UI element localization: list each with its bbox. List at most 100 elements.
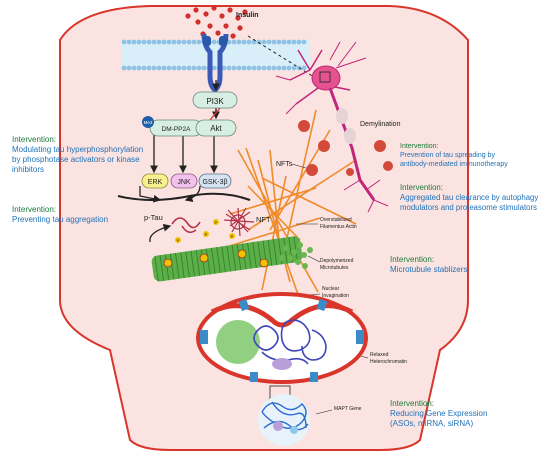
lipid-head — [131, 65, 137, 71]
lipid-head — [286, 65, 292, 71]
lipid-head — [266, 39, 272, 45]
lipid-head — [231, 39, 237, 45]
lipid-head — [301, 65, 307, 71]
erk-label: ERK — [148, 179, 163, 186]
lipid-head — [136, 39, 142, 45]
mapt-gene-label: MAPT Gene — [334, 406, 362, 412]
nucleus — [196, 292, 368, 384]
nft-spots — [298, 120, 393, 176]
lipid-head — [156, 65, 162, 71]
svg-text:P: P — [215, 220, 218, 225]
intervention-heading: Intervention: — [400, 143, 439, 150]
kinase-akt: Akt — [195, 119, 237, 137]
lipid-head — [241, 39, 247, 45]
lipid-head — [181, 65, 187, 71]
svg-text:Heterochromatin: Heterochromatin — [370, 359, 407, 365]
lipid-head — [121, 39, 127, 45]
intervention-heading: Intervention: — [400, 183, 443, 192]
pi3k-label: PI3K — [206, 97, 224, 106]
lipid-head — [286, 39, 292, 45]
lipid-head — [211, 65, 217, 71]
lipid-head — [276, 39, 282, 45]
tau-fibre — [117, 192, 251, 201]
lipid-head — [151, 65, 157, 71]
lipid-head — [131, 39, 137, 45]
lipid-head — [176, 39, 182, 45]
intervention-aggregation: Intervention: Preventing tau aggregation — [12, 205, 108, 224]
lipid-head — [236, 65, 242, 71]
microtubule-segment — [272, 239, 278, 266]
overstabilized-actin-label: Overstabilized — [320, 217, 352, 223]
signalling-arrows — [139, 80, 220, 243]
lipid-head — [276, 65, 282, 71]
intervention-phosphorylation: Intervention: Modulating tau hyperphosph… — [12, 135, 143, 174]
microtubule-segment — [185, 251, 190, 278]
lipid-head — [271, 65, 277, 71]
lipid-head — [221, 65, 227, 71]
gsk3b-label: GSK-3β — [202, 179, 227, 186]
intervention-heading: Intervention: — [12, 135, 56, 144]
microtubule-segment — [247, 242, 252, 269]
lipid-head — [191, 39, 197, 45]
nfts-pointer — [291, 163, 307, 169]
microtubule-segment — [293, 236, 298, 263]
intervention-gene: Intervention: Reducing Gene Expression (… — [390, 399, 487, 428]
microtubule-segment — [180, 252, 185, 279]
jnk-label: JNK — [177, 179, 191, 186]
svg-text:modulators and proteasome stim: modulators and proteasome stimulators — [400, 203, 537, 212]
depolymerized-mt-label: Depolymerized — [320, 258, 354, 264]
lipid-head — [296, 39, 302, 45]
neuron — [275, 41, 389, 213]
kinase-erk: ERK — [141, 173, 169, 189]
lipid-head — [166, 39, 172, 45]
lipid-head — [146, 65, 152, 71]
microtubule-segment — [159, 255, 165, 281]
microtubule-segment — [216, 247, 221, 273]
lipid-head — [181, 39, 187, 45]
lipid-head — [126, 39, 132, 45]
p-tau-label: p-Tau — [144, 213, 163, 222]
intervention-spreading: Intervention: Prevention of tau spreadin… — [400, 143, 508, 168]
svg-text:Aggregated tau clearance by au: Aggregated tau clearance by autophagy — [400, 193, 538, 202]
lipid-head — [231, 65, 237, 71]
lipid-head — [261, 39, 267, 45]
lipid-head — [266, 65, 272, 71]
svg-text:P: P — [231, 234, 234, 239]
callout-labels: Overstabilized Filamentus Actin Depolyme… — [295, 217, 407, 415]
svg-text:antibody-mediated immunotherap: antibody-mediated immunotherapy — [400, 161, 508, 168]
intervention-heading: Intervention: — [390, 399, 434, 408]
svg-text:Preventing tau aggregation: Preventing tau aggregation — [12, 215, 108, 224]
insulin-molecules — [185, 5, 248, 39]
lipid-head — [256, 65, 262, 71]
nft-tangle — [223, 207, 255, 237]
lipid-head — [196, 65, 202, 71]
lipid-head — [151, 39, 157, 45]
svg-text:Invagination: Invagination — [322, 293, 349, 299]
lipid-head — [166, 65, 172, 71]
intervention-microtubule: Intervention: Microtubule stablizers — [390, 255, 467, 274]
lipid-head — [186, 39, 192, 45]
microtubule-segment — [221, 246, 226, 273]
lipid-head — [291, 39, 297, 45]
svg-text:inhibitors: inhibitors — [12, 165, 44, 174]
lipid-head — [156, 39, 162, 45]
demylination-label: Demylination — [360, 121, 401, 128]
microtubule-segment — [267, 239, 273, 266]
microtubule-segment — [252, 242, 257, 268]
lipid-head — [226, 65, 232, 71]
zoom-line — [247, 35, 323, 83]
microtubule-segment — [231, 244, 237, 271]
svg-text:by phosphotase activators or k: by phosphotase activators or kinase — [12, 155, 140, 164]
lipid-head — [251, 65, 257, 71]
lipid-head — [191, 65, 197, 71]
svg-text:Microtubules: Microtubules — [320, 265, 349, 271]
lipid-head — [141, 39, 147, 45]
svg-text:Filamentus Actin: Filamentus Actin — [320, 224, 357, 230]
lipid-head — [246, 39, 252, 45]
lipid-head — [161, 65, 167, 71]
microtubule-segment — [190, 250, 195, 277]
lipid-head — [141, 65, 147, 71]
lipid-head — [161, 39, 167, 45]
akt-inhibition — [209, 107, 221, 121]
cell-membrane — [121, 39, 310, 71]
